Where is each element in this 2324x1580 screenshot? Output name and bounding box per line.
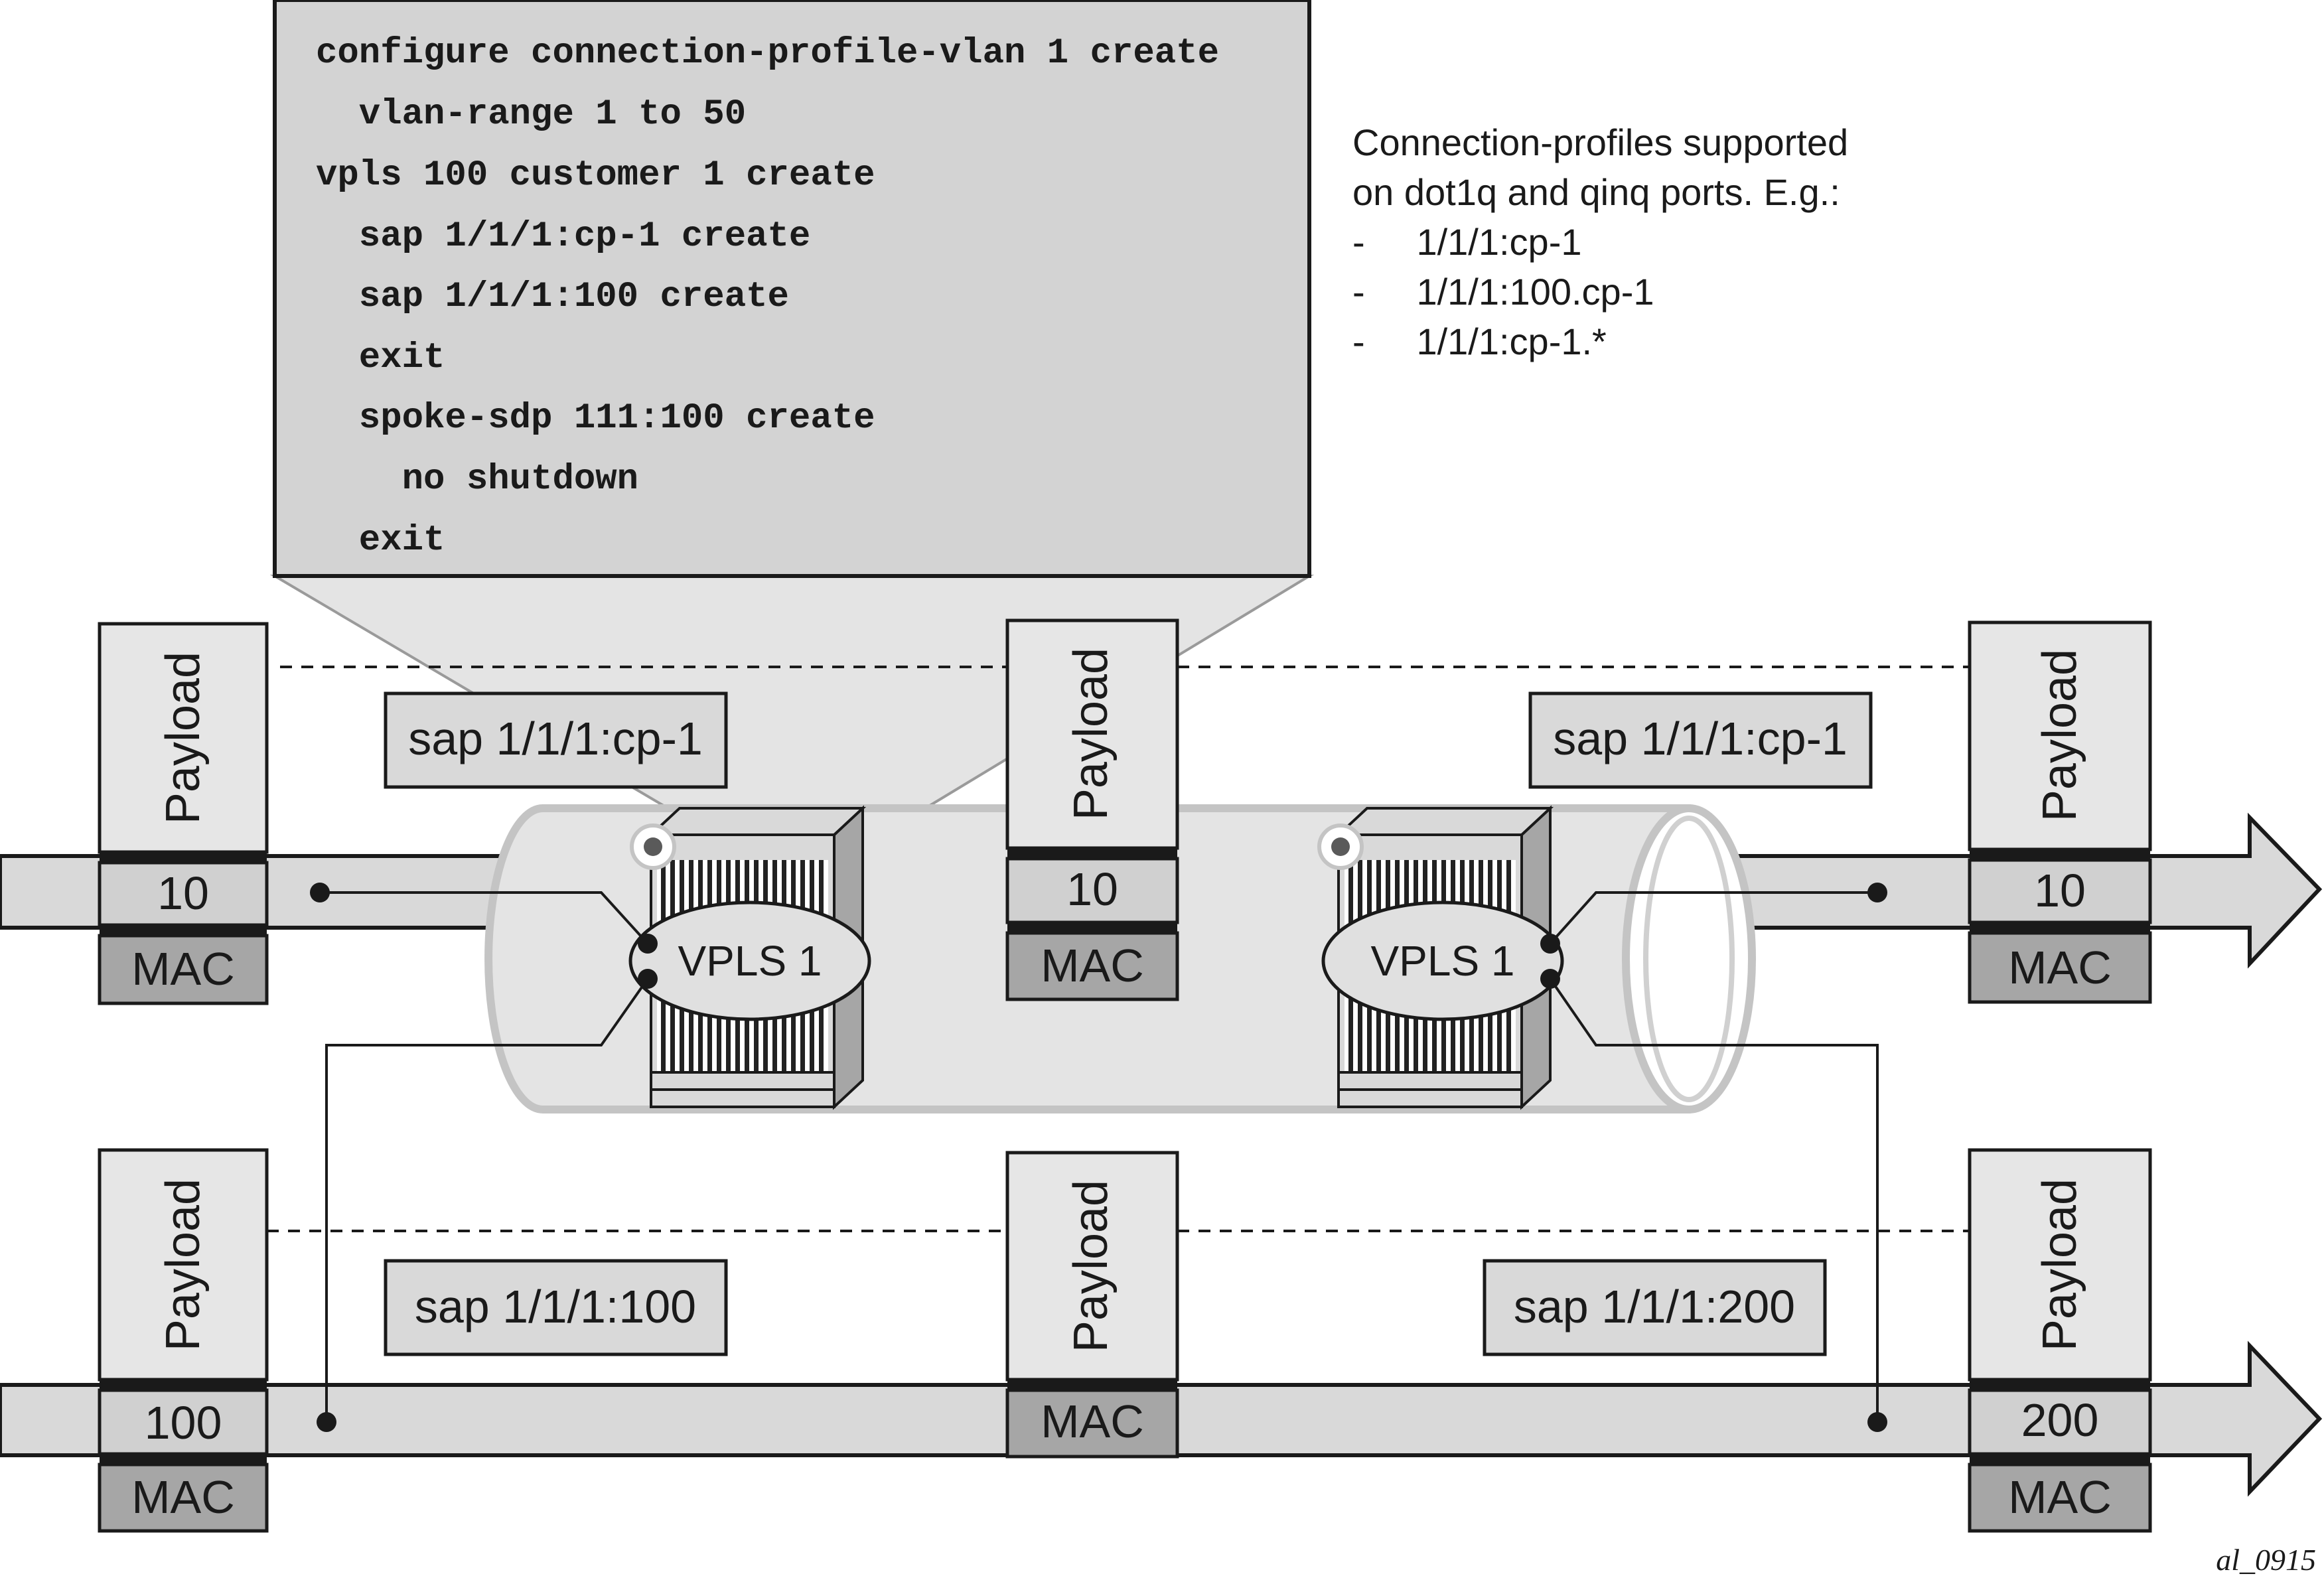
config-line: sap 1/1/1:cp-1 create bbox=[316, 216, 810, 257]
vlan-tag: 200 bbox=[2021, 1394, 2099, 1446]
mac-label: MAC bbox=[131, 943, 235, 995]
figure-id: al_0915 bbox=[2216, 1543, 2316, 1577]
payload-label: Payload bbox=[157, 1179, 210, 1351]
payload-label: Payload bbox=[1064, 1180, 1118, 1352]
frame-bottom-right: Payload 200 MAC bbox=[1968, 1148, 2152, 1533]
config-line: exit bbox=[316, 520, 445, 561]
svg-text:sap 1/1/1:cp-1: sap 1/1/1:cp-1 bbox=[1553, 713, 1848, 764]
config-line: configure connection-profile-vlan 1 crea… bbox=[316, 33, 1219, 74]
wire-right-bottom bbox=[1549, 977, 1879, 1422]
frame-top-middle: Payload 10 MAC bbox=[1005, 618, 1179, 1001]
mac-label: MAC bbox=[2008, 1471, 2112, 1523]
config-line: vlan-range 1 to 50 bbox=[316, 94, 746, 135]
router-right: VPLS 1 bbox=[1317, 805, 1564, 1110]
vpls-ellipse-left bbox=[628, 900, 871, 1021]
wire-left-top bbox=[320, 891, 649, 945]
port-dot bbox=[638, 934, 658, 954]
svg-text:sap 1/1/1:100: sap 1/1/1:100 bbox=[415, 1281, 696, 1332]
note-line: on dot1q and qinq ports. E.g.: bbox=[1352, 171, 1840, 213]
note: Connection-profiles supported on dot1q a… bbox=[1352, 121, 1848, 362]
port-dot bbox=[638, 969, 658, 989]
port-dot bbox=[1540, 969, 1560, 989]
config-block: configure connection-profile-vlan 1 crea… bbox=[273, 0, 1311, 578]
svg-text:sap 1/1/1:200: sap 1/1/1:200 bbox=[1514, 1281, 1795, 1332]
frame-top-left: Payload 10 MAC bbox=[98, 622, 269, 1005]
wire-left-bottom bbox=[325, 977, 649, 1422]
note-line: - 1/1/1:cp-1.* bbox=[1352, 321, 1607, 362]
note-line: - 1/1/1:cp-1 bbox=[1352, 221, 1582, 263]
payload-label: Payload bbox=[1064, 648, 1118, 820]
sap-label-top-right: sap 1/1/1:cp-1 bbox=[1528, 691, 1873, 789]
sap-label-top-left: sap 1/1/1:cp-1 bbox=[384, 691, 728, 789]
vpls-label-left: VPLS 1 bbox=[678, 937, 822, 985]
router-left: VPLS 1 bbox=[628, 805, 871, 1110]
payload-label: Payload bbox=[2033, 649, 2086, 822]
endpoint-dot bbox=[1867, 883, 1887, 902]
endpoint-dot bbox=[1867, 1412, 1887, 1432]
payload-label: Payload bbox=[2033, 1179, 2086, 1351]
endpoint-dot bbox=[310, 883, 330, 902]
frame-bottom-left: Payload 100 MAC bbox=[98, 1148, 269, 1533]
config-line: spoke-sdp 111:100 create bbox=[316, 398, 875, 439]
mac-label: MAC bbox=[1041, 940, 1144, 991]
config-line: vpls 100 customer 1 create bbox=[316, 155, 875, 196]
connection-wires bbox=[320, 891, 1879, 1422]
wire-right-top bbox=[1549, 891, 1877, 945]
vlan-tag: 10 bbox=[2034, 865, 2086, 916]
sap-label-bottom-right: sap 1/1/1:200 bbox=[1483, 1259, 1827, 1356]
frame-top-right: Payload 10 MAC bbox=[1968, 620, 2152, 1004]
endpoint-dot bbox=[317, 1412, 336, 1432]
mac-label: MAC bbox=[131, 1471, 235, 1523]
config-line: no shutdown bbox=[316, 459, 638, 500]
vpls-ellipse-right bbox=[1321, 900, 1564, 1021]
frame-bottom-middle: Payload MAC bbox=[1005, 1151, 1179, 1459]
vlan-tag: 10 bbox=[1066, 863, 1118, 915]
vpls-label-right: VPLS 1 bbox=[1370, 937, 1514, 985]
port-dot bbox=[1540, 934, 1560, 954]
sap-label-bottom-left: sap 1/1/1:100 bbox=[384, 1259, 728, 1356]
vlan-tag: 10 bbox=[157, 867, 209, 919]
config-line: sap 1/1/1:100 create bbox=[316, 277, 789, 317]
config-line: exit bbox=[316, 338, 445, 378]
note-line: Connection-profiles supported bbox=[1352, 121, 1848, 163]
mac-label: MAC bbox=[2008, 942, 2112, 993]
mac-label: MAC bbox=[1041, 1396, 1144, 1447]
note-line: - 1/1/1:100.cp-1 bbox=[1352, 271, 1654, 313]
payload-label: Payload bbox=[157, 652, 210, 824]
vlan-tag: 100 bbox=[145, 1397, 222, 1449]
svg-text:sap 1/1/1:cp-1: sap 1/1/1:cp-1 bbox=[408, 713, 703, 764]
